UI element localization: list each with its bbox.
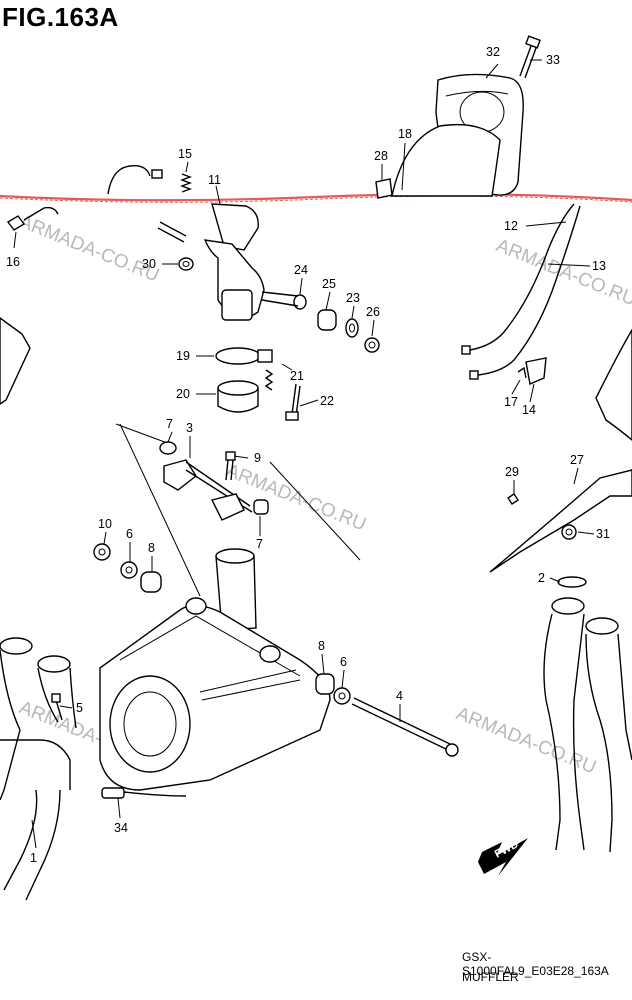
callout-17: 17 [504,395,518,409]
callout-7b: 7 [256,537,263,551]
part-11-bracket [203,203,265,321]
part-10-nut [93,543,111,561]
frame-left-piece [0,317,31,405]
callout-8b: 8 [318,639,325,653]
part-22-bolt [285,383,301,421]
bolt-near-30 [157,221,187,243]
callout-8a: 8 [148,541,155,555]
callout-4: 4 [396,689,403,703]
watermark-5: ARMADA-CO.RU [453,703,599,778]
callout-33: 33 [546,53,560,67]
part-25-collar [317,309,337,331]
part-4-long-bolt [351,697,459,757]
part-7-bushing-a [159,441,177,455]
callout-3: 3 [186,421,193,435]
callout-7a: 7 [166,417,173,431]
callout-31: 31 [596,527,610,541]
part-3-bracket-assembly [115,423,361,597]
part-33-bolt [519,35,541,79]
callout-5: 5 [76,701,83,715]
watermark-1: ARMADA-CO.RU [16,211,162,286]
part-5-bolt [51,693,63,721]
part-24-bolt [261,291,307,310]
callout-14: 14 [522,403,536,417]
callout-19: 19 [176,349,190,363]
figure-title: FIG.163A [2,2,119,32]
part-23-washer [345,318,359,338]
callout-27: 27 [570,453,584,467]
part-16-sensor-wire [6,165,163,231]
callout-6b: 6 [340,655,347,669]
part-19-clamp [215,347,273,365]
part-21-spring [264,369,274,391]
callout-12: 12 [504,219,518,233]
leader-lines [13,59,595,849]
callout-15: 15 [178,147,192,161]
part-1-exhaust-pipe [0,637,77,901]
callout-23: 23 [346,291,360,305]
callout-32: 32 [486,45,500,59]
callout-26: 26 [366,305,380,319]
part-6-washer-b [333,687,351,705]
callout-28: 28 [374,149,388,163]
part-20-gasket [217,380,259,413]
callout-10: 10 [98,517,112,531]
red-divider-line [0,193,632,203]
callout-30: 30 [142,257,156,271]
fwd-arrow: FWD [478,838,528,876]
figure-code: GSX-S1000FAL9_E03E28_163A [462,950,609,978]
callout-34: 34 [114,821,128,835]
parts-12-13-cables [461,203,581,380]
callout-25: 25 [322,277,336,291]
muffler-body [99,548,331,791]
callouts: 32 33 18 28 15 11 16 30 24 25 23 26 12 1… [6,45,610,865]
part-2-gasket [557,576,587,588]
part-6-washer-a [120,561,138,579]
callout-6a: 6 [126,527,133,541]
part-34-o2-sensor [101,787,187,799]
callout-11: 11 [208,173,221,187]
watermark-3: ARMADA-CO.RU [223,460,369,535]
figure-name: MUFFLER [462,970,519,984]
part-18-heat-shield [391,123,501,197]
part-8-collar-a [140,571,162,593]
part-26-nut [364,337,380,353]
callout-20: 20 [176,387,190,401]
exhaust-header-right [543,597,632,853]
part-29-clip [507,493,519,505]
callout-16: 16 [6,255,20,269]
part-28-clip [375,178,393,199]
part-15-spring [180,173,192,193]
callout-24: 24 [294,263,308,277]
callout-29: 29 [505,465,519,479]
part-8-collar-b [315,673,335,695]
part-7-bushing-b [253,499,269,515]
part-27-heat-shield [489,328,632,573]
callout-13: 13 [592,259,606,273]
part-30-nut [178,257,194,271]
callout-22: 22 [320,394,334,408]
callout-2: 2 [538,571,545,585]
callout-21: 21 [290,369,304,383]
watermark-2: ARMADA-CO.RU [493,235,632,310]
callout-1: 1 [30,851,37,865]
part-17-bolt [517,366,527,379]
part-31-nut [561,524,577,540]
part-14-bracket [525,357,547,385]
callout-18: 18 [398,127,412,141]
callout-9: 9 [254,451,261,465]
